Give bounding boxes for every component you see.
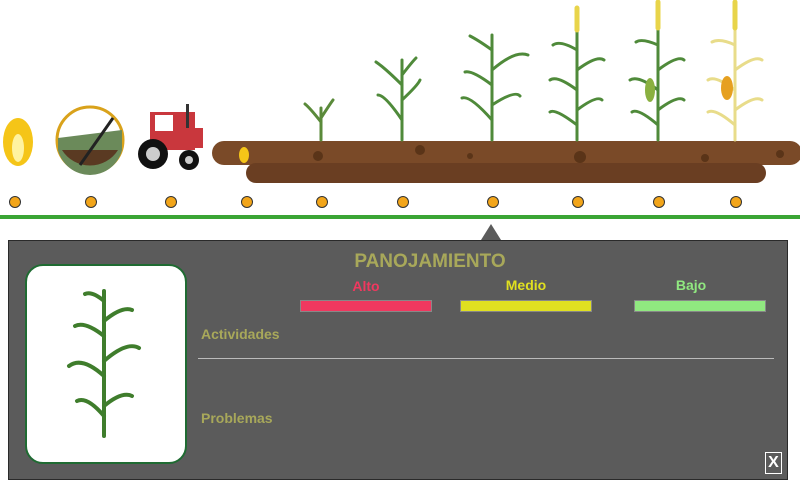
stage-dot-9[interactable] <box>653 196 665 208</box>
stage-dot-3[interactable] <box>165 196 177 208</box>
actividades-label: Actividades <box>201 326 280 342</box>
level-alto-bar[interactable] <box>300 300 432 312</box>
stage-dot-8[interactable] <box>572 196 584 208</box>
stage-dot-10[interactable] <box>730 196 742 208</box>
stage-dot-2[interactable] <box>85 196 97 208</box>
level-medio-bar[interactable] <box>460 300 592 312</box>
stage-dot-7[interactable] <box>487 196 499 208</box>
crop-stages-illustration <box>3 0 800 183</box>
timeline-line <box>0 215 800 219</box>
stage-dot-5[interactable] <box>316 196 328 208</box>
level-bajo-label: Bajo <box>675 277 707 293</box>
problemas-label: Problemas <box>201 410 273 426</box>
level-medio-label: Medio <box>505 277 547 293</box>
stage-dot-1[interactable] <box>9 196 21 208</box>
close-button[interactable]: X <box>765 452 782 474</box>
stage-dot-6[interactable] <box>397 196 409 208</box>
tractor-icon <box>138 104 203 170</box>
corn-seed-icon <box>3 118 33 166</box>
stage-image <box>25 264 187 464</box>
panel-pointer <box>481 224 501 240</box>
divider <box>198 358 774 359</box>
soil-bed <box>212 141 800 183</box>
level-alto-label: Alto <box>352 278 380 294</box>
soil-digging-icon <box>55 105 125 175</box>
level-bajo-bar[interactable] <box>634 300 766 312</box>
stage-dot-4[interactable] <box>241 196 253 208</box>
corn-plant-icon <box>67 289 141 438</box>
corn-plants <box>303 0 764 142</box>
stage-title: PANOJAMIENTO <box>354 251 506 272</box>
